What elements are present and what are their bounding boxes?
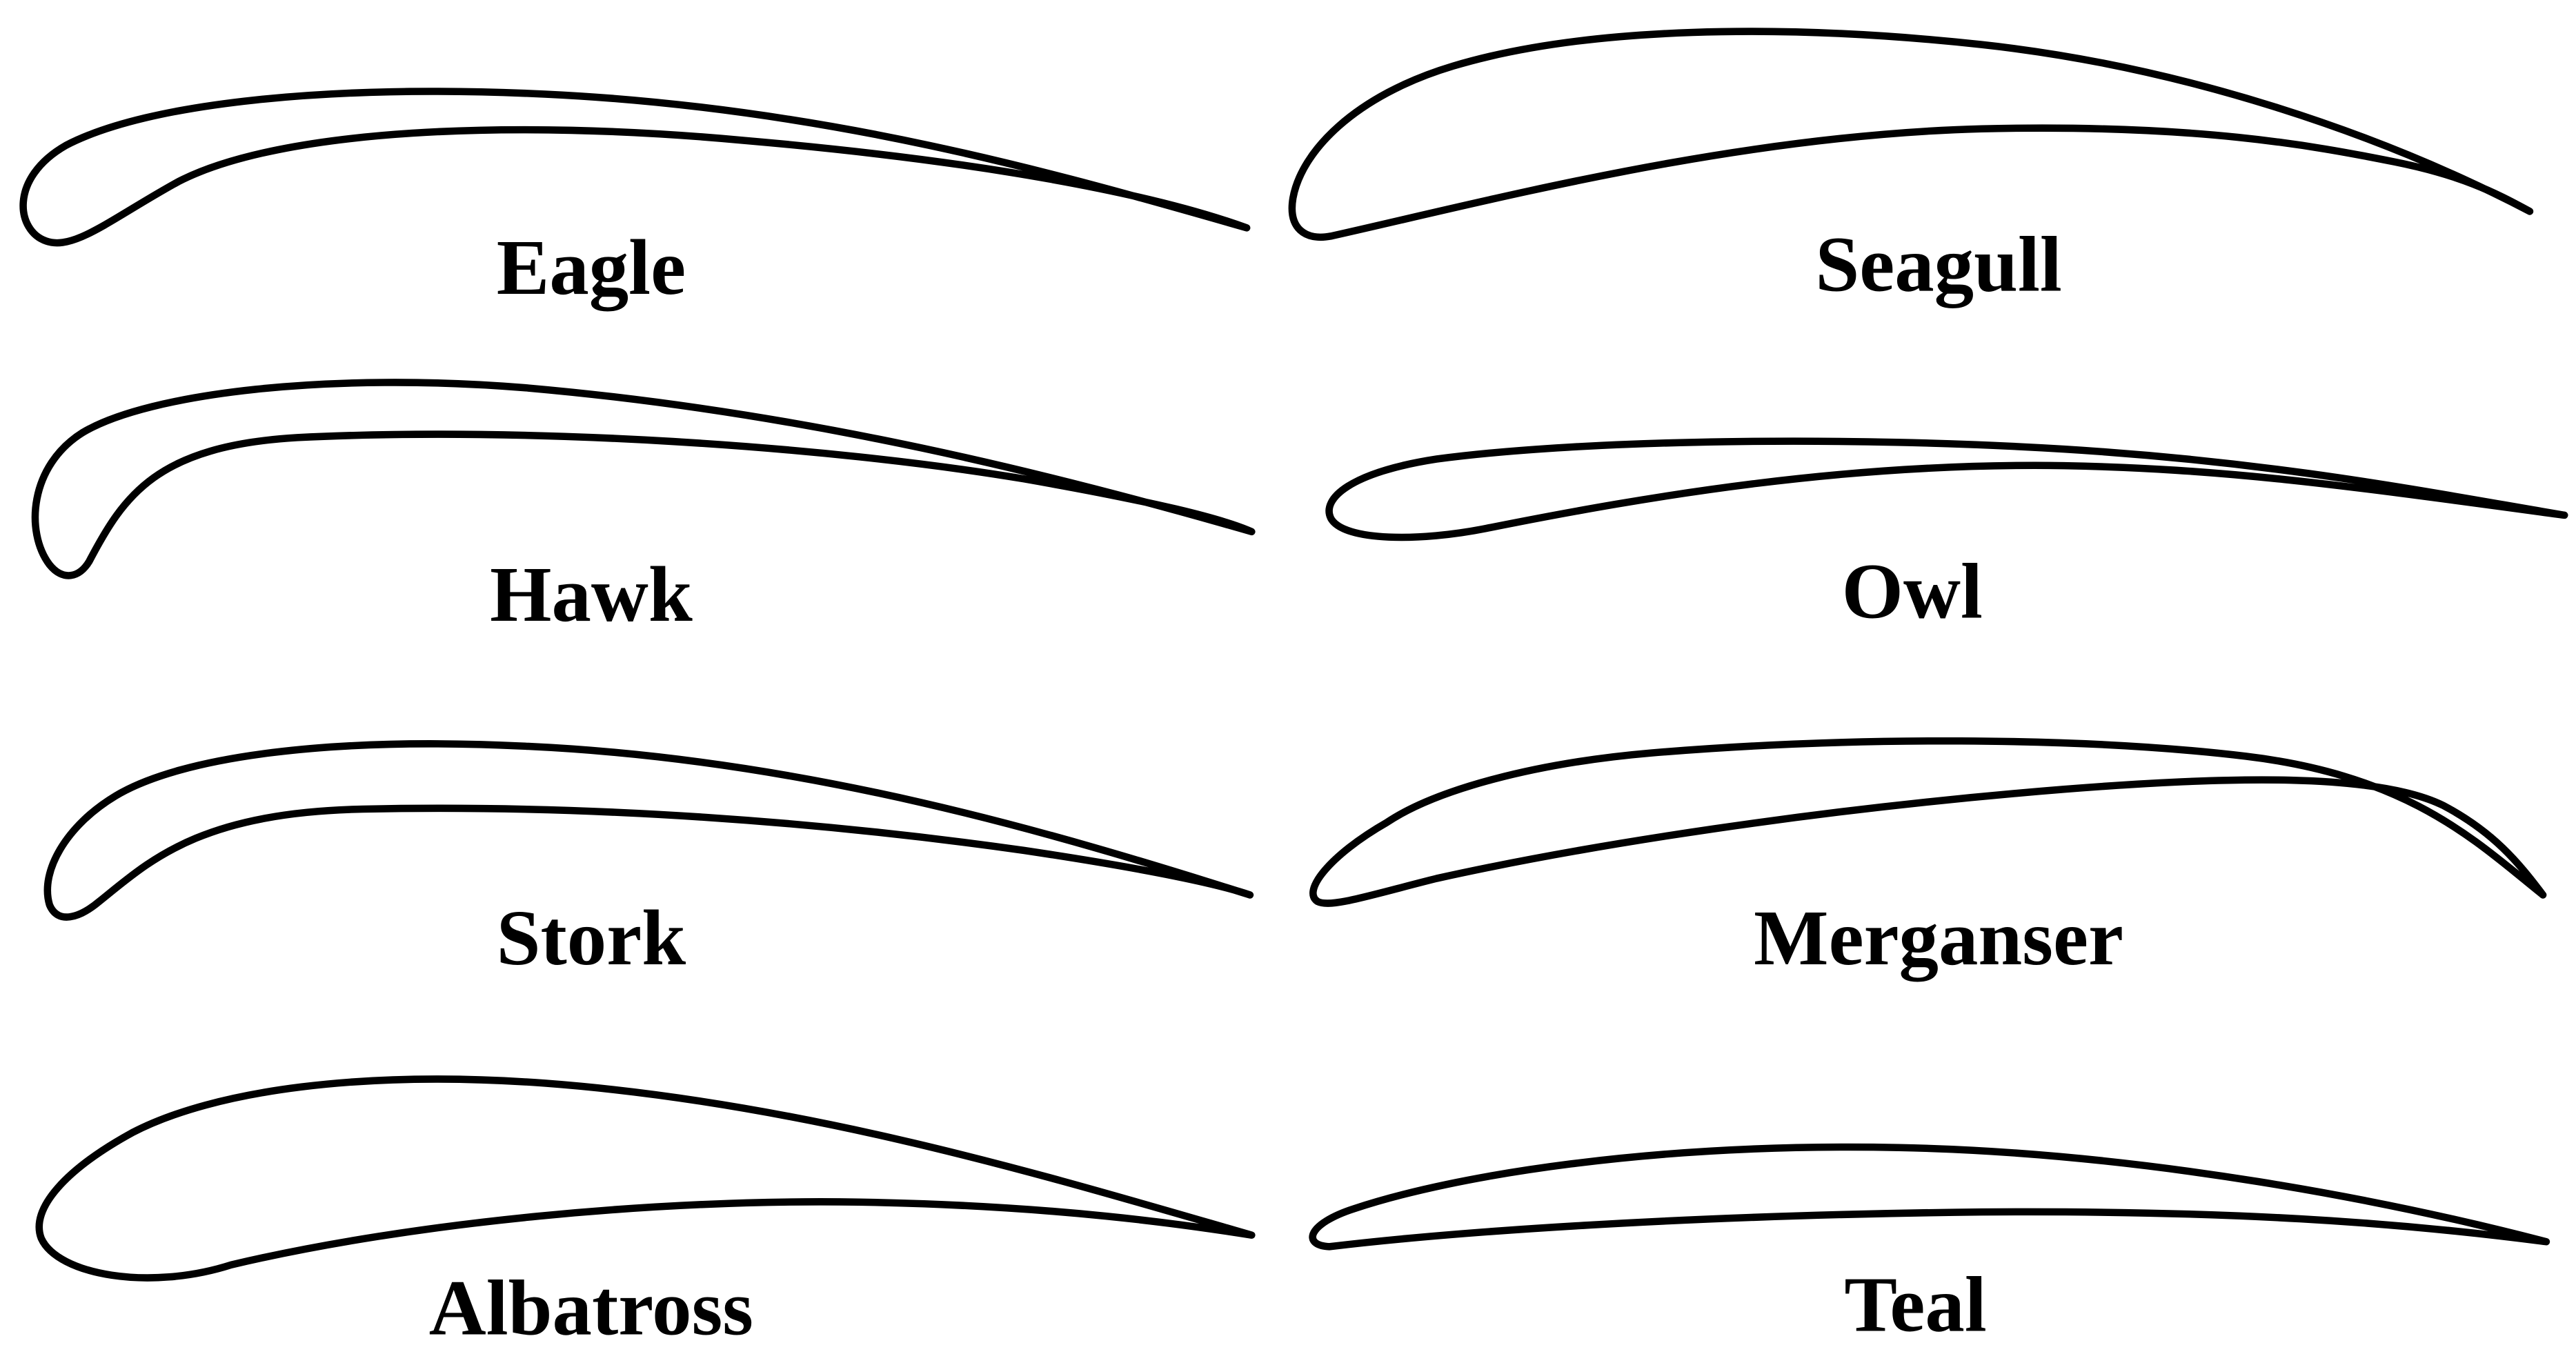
- airfoil-eagle-outline: [19, 88, 1251, 247]
- airfoil-merganser-outline: [1309, 737, 2547, 907]
- airfoil-owl-outline: [1325, 437, 2568, 541]
- airfoil-owl: Owl: [1325, 437, 2568, 635]
- airfoil-eagle-label: Eagle: [497, 223, 686, 311]
- airfoil-owl-label: Owl: [1842, 547, 1983, 635]
- airfoil-merganser: Merganser: [1309, 737, 2547, 982]
- airfoil-seagull-label: Seagull: [1815, 220, 2061, 308]
- airfoil-eagle: Eagle: [19, 88, 1251, 311]
- airfoil-hawk: Hawk: [31, 379, 1256, 638]
- airfoil-stork-label: Stork: [497, 894, 686, 982]
- airfoil-teal-label: Teal: [1844, 1260, 1986, 1348]
- airfoil-merganser-label: Merganser: [1754, 894, 2123, 982]
- airfoil-albatross: Albatross: [35, 1075, 1256, 1351]
- airfoil-stork-outline: [43, 740, 1254, 921]
- airfoil-albatross-label: Albatross: [429, 1264, 753, 1351]
- airfoil-stork: Stork: [43, 740, 1254, 982]
- airfoil-teal-outline: [1309, 1143, 2550, 1251]
- airfoil-seagull: Seagull: [1288, 28, 2534, 308]
- airfoil-seagull-outline: [1288, 28, 2534, 241]
- airfoil-teal: Teal: [1309, 1143, 2550, 1348]
- airfoil-hawk-outline: [31, 379, 1256, 579]
- airfoil-hawk-label: Hawk: [490, 550, 693, 638]
- airfoil-albatross-outline: [35, 1075, 1256, 1282]
